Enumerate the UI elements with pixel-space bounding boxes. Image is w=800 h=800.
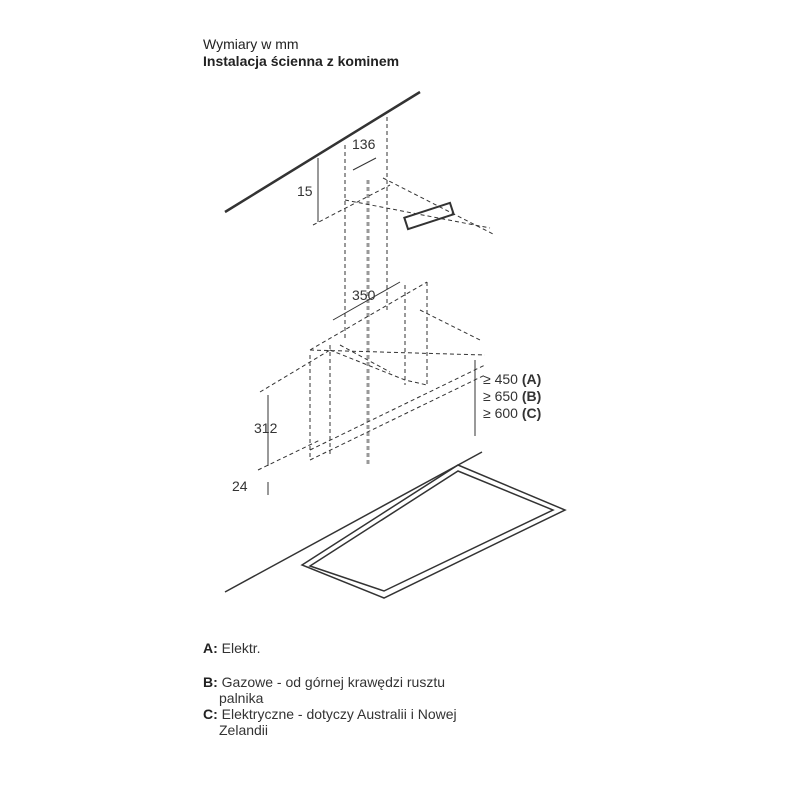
diagram-title: Instalacja ścienna z kominem — [203, 53, 400, 69]
wall-floor-line — [224, 451, 483, 593]
clearance-a-value: ≥ 450 — [483, 371, 518, 387]
clearance-b: ≥ 650 (B) — [483, 388, 541, 404]
note-continuation: palnika — [219, 690, 264, 706]
hob-outline — [300, 464, 567, 599]
dimension-312: 312 — [254, 420, 278, 436]
wall-bracket — [403, 201, 455, 231]
clearance-c-value: ≥ 600 — [483, 405, 518, 421]
clearance-b-key: (B) — [521, 388, 542, 404]
clearance-a-key: (A) — [521, 371, 542, 387]
dimension-15: 15 — [297, 183, 313, 199]
clearance-c-key: (C) — [521, 405, 542, 421]
dimension-24: 24 — [232, 478, 248, 494]
dimension-136: 136 — [352, 136, 376, 152]
units-subtitle: Wymiary w mm — [203, 36, 299, 52]
note-key: B: — [203, 674, 218, 690]
clearance-b-value: ≥ 650 — [483, 388, 518, 404]
note-key: A: — [203, 640, 218, 656]
note-text: Elektryczne - dotyczy Australii i Nowej — [221, 706, 457, 722]
note-text: Gazowe - od górnej krawędzi rusztu — [221, 674, 445, 690]
clearance-a: ≥ 450 (A) — [483, 371, 541, 387]
clearance-c: ≥ 600 (C) — [483, 405, 541, 421]
note-a: A: Elektr. — [203, 640, 261, 656]
note-key: C: — [203, 706, 218, 722]
dimension-lines — [267, 157, 476, 495]
note-c: C: Elektryczne - dotyczy Australii i Now… — [203, 706, 457, 738]
note-text: Elektr. — [221, 640, 261, 656]
ceiling-line — [224, 90, 421, 214]
dimension-350: 350 — [352, 287, 376, 303]
note-continuation: Zelandii — [219, 722, 269, 738]
